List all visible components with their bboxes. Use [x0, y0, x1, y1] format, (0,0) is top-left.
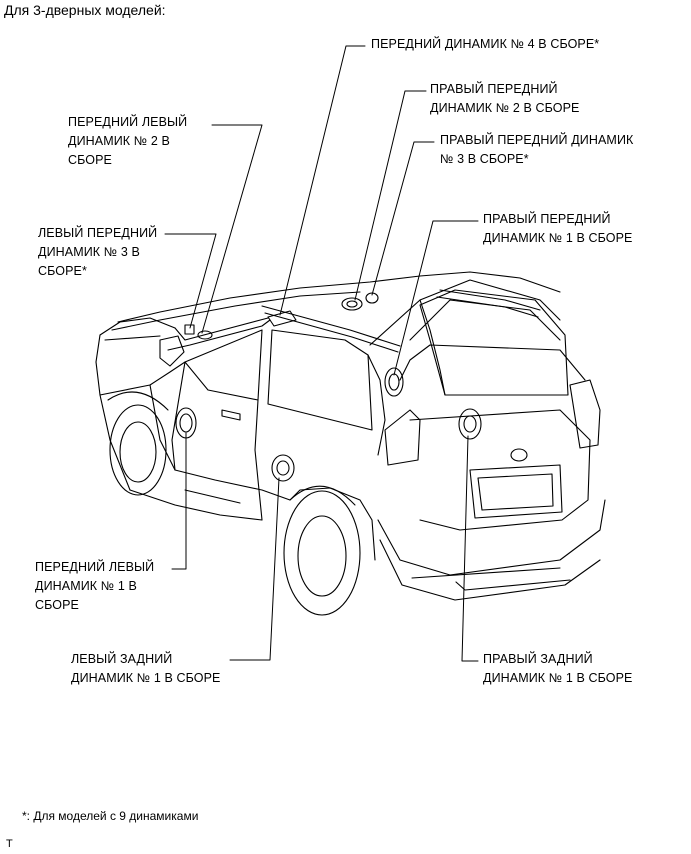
- label-line: ДИНАМИК № 3 В: [38, 245, 140, 259]
- leader-right-rear-1: [461, 435, 479, 662]
- label-line: СБОРЕ*: [38, 264, 87, 278]
- label-right-front-speaker-2: ПРАВЫЙ ПЕРЕДНИЙ ДИНАМИК № 2 В СБОРЕ: [430, 80, 579, 118]
- label-line: ДИНАМИК № 1 В: [35, 579, 137, 593]
- corner-mark: T: [6, 838, 13, 850]
- label-line: ПЕРЕДНИЙ ЛЕВЫЙ: [35, 560, 155, 574]
- leader-left-front-3: [164, 233, 217, 329]
- label-line: ПЕРЕДНИЙ ЛЕВЫЙ: [68, 115, 188, 129]
- label-front-speaker-4-text: ПЕРЕДНИЙ ДИНАМИК № 4 В СБОРЕ*: [371, 37, 600, 51]
- label-line: ПРАВЫЙ ЗАДНИЙ: [483, 652, 593, 666]
- label-front-speaker-4: ПЕРЕДНИЙ ДИНАМИК № 4 В СБОРЕ*: [371, 35, 599, 54]
- speaker-left-rear-1: [271, 454, 295, 482]
- leader-right-front-3: [371, 141, 435, 296]
- label-left-front-speaker-3: ЛЕВЫЙ ПЕРЕДНИЙ ДИНАМИК № 3 В СБОРЕ*: [38, 224, 157, 281]
- label-line: ДИНАМИК № 2 В СБОРЕ: [430, 101, 580, 115]
- label-line: ПРАВЫЙ ПЕРЕДНИЙ ДИНАМИК: [440, 133, 634, 147]
- label-right-front-speaker-1: ПРАВЫЙ ПЕРЕДНИЙ ДИНАМИК № 1 В СБОРЕ: [483, 210, 632, 248]
- leader-lines: [164, 45, 479, 662]
- label-line: СБОРЕ: [68, 153, 112, 167]
- label-left-rear-speaker-1: ЛЕВЫЙ ЗАДНИЙ ДИНАМИК № 1 В СБОРЕ: [71, 650, 220, 688]
- page-heading: Для 3-дверных моделей:: [4, 2, 166, 18]
- label-front-left-speaker-2: ПЕРЕДНИЙ ЛЕВЫЙ ДИНАМИК № 2 В СБОРЕ: [68, 113, 187, 170]
- label-front-left-speaker-1: ПЕРЕДНИЙ ЛЕВЫЙ ДИНАМИК № 1 В СБОРЕ: [35, 558, 154, 615]
- speaker-right-rear-1: [458, 408, 482, 440]
- label-line: ДИНАМИК № 1 В СБОРЕ: [483, 671, 633, 685]
- label-line: № 3 В СБОРЕ*: [440, 152, 529, 166]
- speaker-left-front-3: [184, 324, 195, 335]
- speaker-front-4: [267, 310, 297, 327]
- vehicle-outline: [95, 271, 606, 616]
- leader-left-rear-1: [229, 477, 280, 661]
- label-line: СБОРЕ: [35, 598, 79, 612]
- label-line: ПРАВЫЙ ПЕРЕДНИЙ: [430, 82, 558, 96]
- label-line: ЛЕВЫЙ ПЕРЕДНИЙ: [38, 226, 158, 240]
- label-right-rear-speaker-1: ПРАВЫЙ ЗАДНИЙ ДИНАМИК № 1 В СБОРЕ: [483, 650, 632, 688]
- leader-front-left-1: [171, 432, 187, 570]
- label-line: ДИНАМИК № 1 В СБОРЕ: [71, 671, 221, 685]
- label-line: ЛЕВЫЙ ЗАДНИЙ: [71, 652, 173, 666]
- label-line: ДИНАМИК № 1 В СБОРЕ: [483, 231, 633, 245]
- speaker-right-front-1: [384, 367, 404, 397]
- leader-front-4: [279, 45, 366, 316]
- footnote: *: Для моделей с 9 динамиками: [22, 809, 199, 823]
- leader-right-front-2: [354, 90, 427, 301]
- speaker-right-front-3: [365, 292, 379, 304]
- speaker-right-front-2: [341, 297, 363, 311]
- label-line: ПРАВЫЙ ПЕРЕДНИЙ: [483, 212, 611, 226]
- speaker-front-left-2: [197, 330, 213, 340]
- label-right-front-speaker-3: ПРАВЫЙ ПЕРЕДНИЙ ДИНАМИК № 3 В СБОРЕ*: [440, 131, 633, 169]
- leader-right-front-1: [393, 220, 479, 376]
- label-line: ДИНАМИК № 2 В: [68, 134, 170, 148]
- leader-front-left-2: [201, 124, 263, 334]
